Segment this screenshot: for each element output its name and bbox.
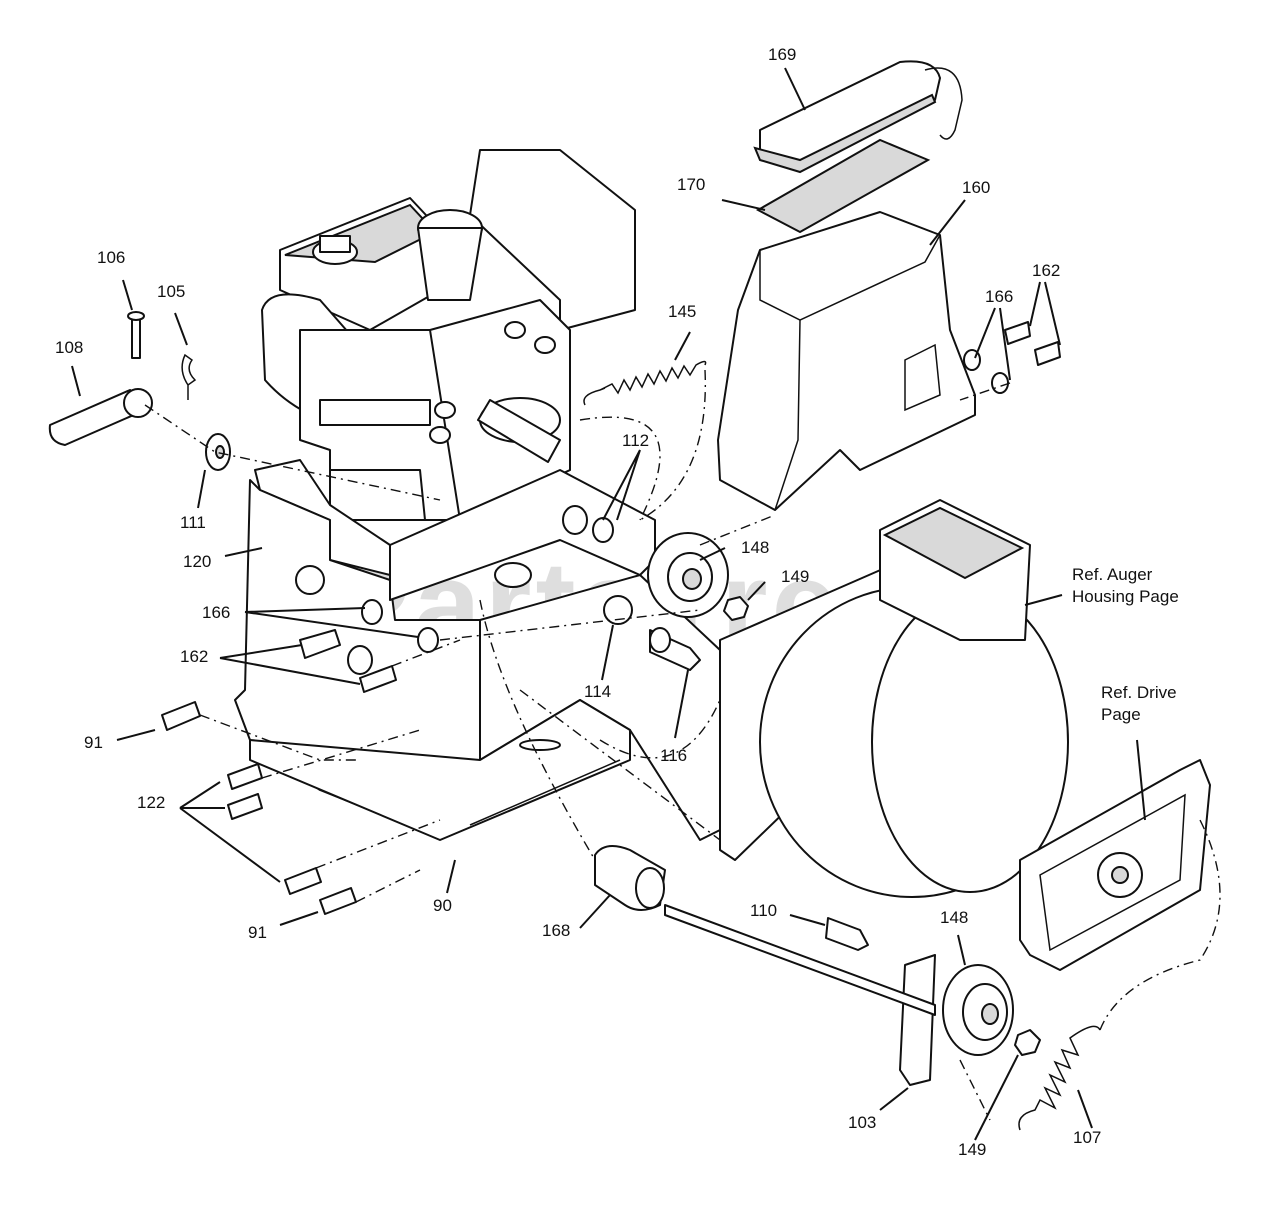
part-162-bolts xyxy=(299,321,1061,693)
part-116-bolt xyxy=(649,627,701,671)
part-105-clip xyxy=(181,353,197,400)
ref-auger-line1: Ref. Auger xyxy=(1072,565,1153,584)
callout-162-right: 162 xyxy=(1032,261,1060,280)
part-90-base xyxy=(249,699,631,841)
callout-111: 111 xyxy=(180,513,206,532)
callout-108: 108 xyxy=(55,338,83,357)
callout-170: 170 xyxy=(677,175,705,194)
part-145-spring xyxy=(583,360,707,406)
part-169-cover xyxy=(753,60,963,174)
callout-149-lower: 149 xyxy=(958,1140,986,1159)
callout-148-lower: 148 xyxy=(940,908,968,927)
callout-103: 103 xyxy=(848,1113,876,1132)
part-111-washer xyxy=(205,433,231,471)
ref-drive-line1: Ref. Drive xyxy=(1101,683,1177,702)
part-91-bolts xyxy=(161,701,357,915)
callout-120: 120 xyxy=(183,552,211,571)
leader-lines xyxy=(71,67,1146,1141)
part-149-nut-upper xyxy=(723,596,749,621)
callout-149-upper: 149 xyxy=(781,567,809,586)
callout-169: 169 xyxy=(768,45,796,64)
callout-105: 105 xyxy=(157,282,185,301)
engine-assembly xyxy=(261,149,636,521)
callout-168: 168 xyxy=(542,921,570,940)
part-168-spacer xyxy=(594,845,666,911)
part-103-idler-arm xyxy=(899,954,936,1086)
callout-116: 116 xyxy=(660,746,687,765)
callout-110: 110 xyxy=(750,901,777,920)
assembly-lines xyxy=(144,369,1221,1121)
callout-162-left: 162 xyxy=(180,647,208,666)
part-106-pin xyxy=(127,311,145,359)
part-170-filter xyxy=(755,138,931,234)
callout-91-upper: 91 xyxy=(84,733,103,752)
callout-112: 112 xyxy=(622,431,649,450)
part-160-shroud xyxy=(717,211,976,511)
part-122-bolts xyxy=(227,763,263,820)
part-166-washers xyxy=(361,349,1009,653)
callout-labels: 169 170 160 162 166 106 105 108 145 111 … xyxy=(55,45,1179,1159)
callout-90: 90 xyxy=(433,896,452,915)
callout-160: 160 xyxy=(962,178,990,197)
part-107-spring xyxy=(1018,1025,1101,1131)
callout-145: 145 xyxy=(668,302,696,321)
callout-106: 106 xyxy=(97,248,125,267)
part-148-pulley-upper xyxy=(647,532,729,618)
callout-122: 122 xyxy=(137,793,165,812)
idler-shaft xyxy=(664,904,936,1016)
callout-107: 107 xyxy=(1073,1128,1101,1147)
part-110-bolt xyxy=(825,917,869,951)
part-114-bushing xyxy=(603,595,633,625)
auger-housing xyxy=(719,499,1069,898)
callout-91-lower: 91 xyxy=(248,923,267,942)
drive-bracket xyxy=(1019,759,1211,971)
part-108-bracket xyxy=(48,388,153,446)
ref-drive-line2: Page xyxy=(1101,705,1141,724)
callout-166-left: 166 xyxy=(202,603,230,622)
callout-148-upper: 148 xyxy=(741,538,769,557)
callout-166-right: 166 xyxy=(985,287,1013,306)
part-148-pulley-lower xyxy=(942,964,1014,1056)
callout-114: 114 xyxy=(584,682,611,701)
part-149-nut-lower xyxy=(1014,1029,1041,1056)
ref-auger-line2: Housing Page xyxy=(1072,587,1179,606)
